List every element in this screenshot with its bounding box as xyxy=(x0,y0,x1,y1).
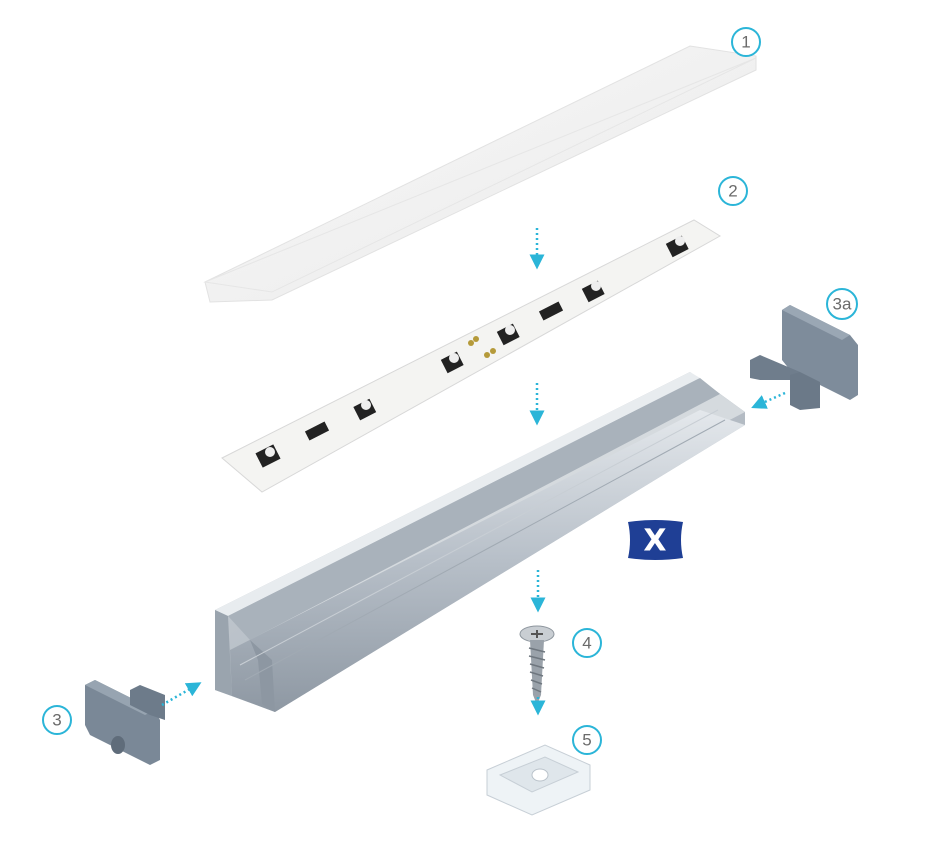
assembly-arrows xyxy=(161,228,786,716)
callout-5: 5 xyxy=(572,725,602,755)
aluminium-profile xyxy=(215,372,745,712)
callout-1-label: 1 xyxy=(741,33,750,52)
end-cap-right xyxy=(750,305,858,410)
callout-2: 2 xyxy=(718,176,748,206)
led-chip xyxy=(665,235,689,258)
callout-3a-label: 3a xyxy=(833,295,852,314)
callout-3-label: 3 xyxy=(52,711,61,730)
callout-5-label: 5 xyxy=(582,731,591,750)
badge-letter: X xyxy=(643,524,666,559)
solder-pads xyxy=(468,336,496,358)
profile-type-badge: X xyxy=(628,520,683,560)
arrow-endcap-right xyxy=(751,391,786,409)
callout-2-label: 2 xyxy=(728,182,737,201)
callout-1: 1 xyxy=(731,27,761,57)
arrow-endcap-left xyxy=(161,682,202,707)
screw xyxy=(519,625,555,705)
led-chip xyxy=(255,444,281,468)
resistor xyxy=(304,421,330,441)
led-chip xyxy=(496,323,520,346)
resistor xyxy=(538,301,564,321)
callout-3: 3 xyxy=(42,705,72,735)
led-chip xyxy=(581,280,605,303)
callout-4: 4 xyxy=(572,628,602,658)
led-chip xyxy=(440,351,464,374)
diffuser-cover xyxy=(203,45,757,303)
callout-3a: 3a xyxy=(826,288,858,320)
led-strip xyxy=(221,219,721,493)
callout-4-label: 4 xyxy=(582,634,591,653)
mounting-clip xyxy=(486,744,591,816)
led-chip xyxy=(353,398,377,421)
end-cap-left xyxy=(85,680,165,765)
